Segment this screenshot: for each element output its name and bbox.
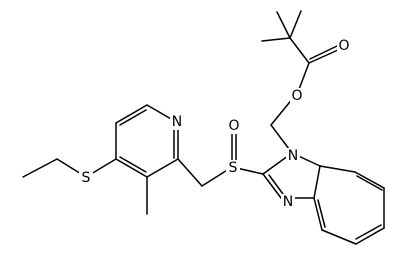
bond bbox=[313, 165, 321, 199]
bond bbox=[297, 62, 310, 93]
bond bbox=[321, 229, 357, 245]
atom-o-sulfinyl: O bbox=[227, 118, 241, 134]
atom-label: O bbox=[338, 38, 349, 54]
bond bbox=[22, 158, 58, 178]
atom-label: O bbox=[291, 88, 302, 104]
bond bbox=[309, 45, 338, 60]
atom-s-thioether: S bbox=[79, 170, 93, 186]
bond bbox=[313, 197, 323, 231]
atom-label: S bbox=[82, 170, 91, 186]
bond bbox=[289, 37, 310, 64]
bond bbox=[319, 165, 356, 173]
bond bbox=[355, 224, 382, 240]
bond bbox=[115, 104, 148, 124]
atom-label: N bbox=[283, 194, 293, 210]
bond bbox=[356, 175, 383, 191]
bond bbox=[177, 158, 203, 187]
bond bbox=[119, 156, 147, 173]
atom-label: S bbox=[229, 160, 238, 176]
bond bbox=[146, 158, 179, 178]
atom-n1-benzimidazole: N bbox=[286, 148, 300, 164]
atom-o-carbonyl: O bbox=[337, 38, 351, 54]
atom-o-ester: O bbox=[290, 88, 304, 104]
bond bbox=[276, 11, 291, 39]
bond bbox=[355, 227, 385, 245]
atom-labels: O O N O N S S N bbox=[79, 38, 351, 210]
bond bbox=[115, 158, 148, 178]
bond bbox=[268, 174, 284, 195]
atom-label: N bbox=[172, 114, 182, 130]
bonds bbox=[22, 10, 385, 245]
bond bbox=[289, 10, 302, 39]
bond bbox=[317, 199, 326, 228]
atom-label: N bbox=[288, 148, 298, 164]
bond bbox=[119, 109, 147, 126]
atom-n-pyridine: N bbox=[170, 114, 184, 130]
bond bbox=[261, 37, 291, 42]
bond bbox=[354, 171, 385, 189]
atom-s-sulfinyl: S bbox=[226, 160, 240, 176]
atom-n3-benzimidazole: N bbox=[281, 194, 295, 210]
bond bbox=[262, 173, 282, 199]
atom-label: O bbox=[228, 118, 239, 134]
bond bbox=[308, 49, 339, 64]
